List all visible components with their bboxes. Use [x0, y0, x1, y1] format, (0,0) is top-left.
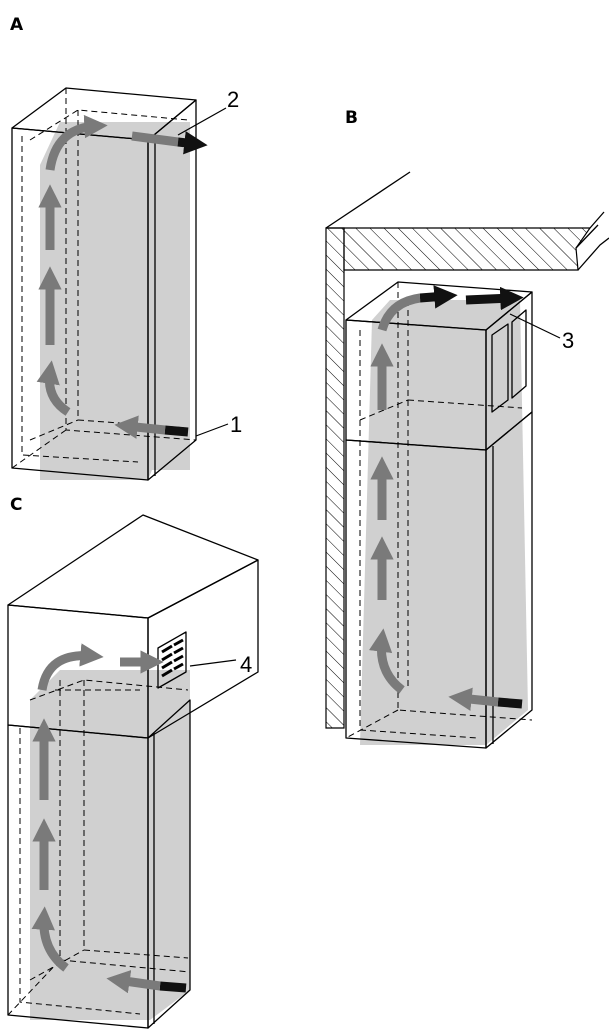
leader-line-4	[189, 659, 237, 667]
callout-2: 2	[227, 87, 239, 112]
callout-1: 1	[230, 412, 242, 437]
panel-c-airflow	[31, 643, 187, 994]
panel-b-installation	[325, 171, 609, 749]
panel-c-top-box-side	[147, 559, 259, 739]
callout-4: 4	[240, 652, 252, 677]
panel-c-top-box-top	[7, 514, 259, 619]
leader-line-2	[177, 107, 227, 136]
callout-3: 3	[562, 328, 574, 353]
panel-c-installation	[7, 514, 259, 1029]
panel-a-cabinet	[11, 87, 208, 481]
panel-b-wall	[325, 227, 345, 729]
panel-a-airflow	[36, 114, 208, 439]
panel-c-cabinet-side	[147, 699, 191, 1029]
panel-a-label: A	[10, 15, 24, 35]
panel-c-label: C	[10, 495, 22, 515]
leader-line-3	[509, 313, 561, 339]
panel-b-airflow	[368, 285, 524, 711]
panel-c-shaded-interior	[30, 670, 190, 1020]
panel-b-label: B	[345, 108, 358, 128]
panel-b-ceiling	[326, 227, 592, 271]
panel-b-cabinet-side	[485, 411, 533, 749]
leader-line-1	[195, 423, 229, 437]
